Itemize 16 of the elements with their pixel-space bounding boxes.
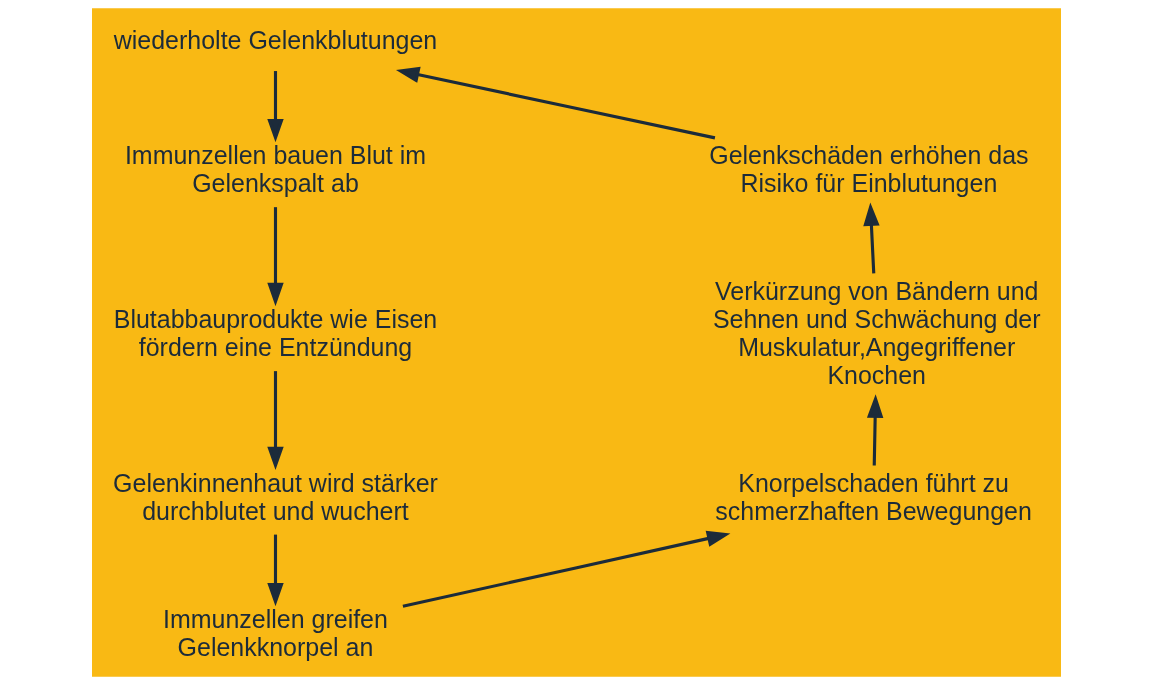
node-text: wiederholte Gelenkblutungen xyxy=(113,25,437,54)
arrow xyxy=(402,530,730,608)
node-text: Gelenkschäden erhöhen das Risiko für Einblutungen xyxy=(708,141,1029,198)
node-text: Knorpelschaden führt zu schmerzhaften Bewegungen xyxy=(714,469,1032,526)
arrow xyxy=(266,71,284,143)
node-text: Immunzellen greifen Gelenkknorpel an xyxy=(162,604,388,662)
arrow xyxy=(266,534,284,607)
arrow xyxy=(866,394,883,466)
arrow xyxy=(266,207,284,307)
node-text: Verkürzung von Bändern und Sehnen und Schwächung der Muskulatur,Angegriffener Knochen xyxy=(712,277,1041,390)
node-text: Blutabbauprodukte wie Eisen fördern eine Entzündung xyxy=(113,305,437,362)
arrow xyxy=(266,371,284,471)
node-text: Gelenkinnenhaut wird stärker durchblutet und wuchert xyxy=(112,469,438,526)
arrow xyxy=(395,66,715,140)
arrow xyxy=(862,202,880,274)
node-text: Immunzellen bauen Blut im Gelenkspalt ab xyxy=(124,141,426,198)
